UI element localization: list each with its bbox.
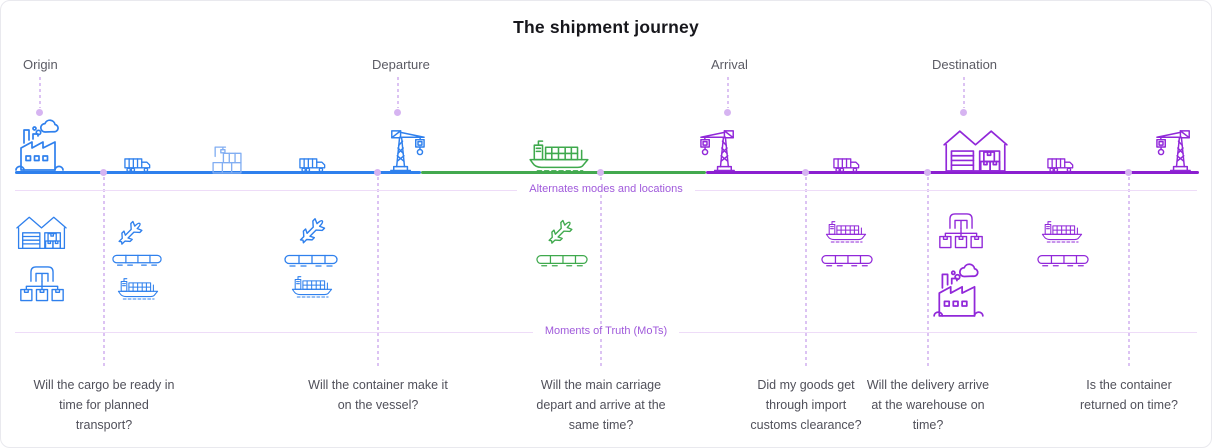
question-line: Will the delivery arrive (866, 378, 990, 392)
mot-guide-3 (600, 177, 602, 369)
container-depot-icon (210, 144, 243, 174)
mot-dot-6 (1125, 169, 1132, 176)
mot-guide-1 (103, 177, 105, 369)
question-line: time? (912, 418, 944, 432)
stage-label-departure: Departure (372, 57, 430, 72)
mot-guide-4 (805, 177, 807, 369)
alternates-band-label: Alternates modes and locations (1, 183, 1211, 195)
question-line: time for planned (59, 398, 149, 412)
mot-dot-3 (597, 169, 604, 176)
truck-icon (124, 157, 152, 173)
mot-guide-5 (927, 177, 929, 369)
question-line: Will the container make it (308, 378, 448, 392)
mot-question: Will the main carriage depart and arrive… (516, 375, 686, 435)
departure-connector-dot (394, 109, 401, 116)
distribution-hub-icon (938, 209, 984, 253)
airplane-icon (294, 213, 331, 250)
question-line: through import (765, 398, 847, 412)
train-icon (284, 253, 338, 268)
arrival-connector-dot (724, 109, 731, 116)
page-title: The shipment journey (513, 17, 699, 37)
question-line: transport? (75, 418, 133, 432)
train-icon (1037, 253, 1089, 268)
stage-label-destination: Destination (932, 57, 998, 72)
factory-icon (931, 263, 987, 319)
harbor-crane-icon (1154, 124, 1199, 172)
stage-label-origin: Origin (23, 57, 58, 72)
container-ship-icon (825, 216, 867, 247)
truck-icon (1047, 157, 1075, 173)
destination-connector-dot (960, 109, 967, 116)
timeline-ocean-segment (421, 171, 706, 174)
truck-icon (833, 157, 861, 173)
question-line: Is the container (1086, 378, 1172, 392)
mot-dot-2 (374, 169, 381, 176)
mot-dot-4 (802, 169, 809, 176)
mot-question: Will the container make it on the vessel… (293, 375, 463, 415)
question-line: depart and arrive at the (536, 398, 666, 412)
question-line: Will the cargo be ready in (33, 378, 175, 392)
question-line: Did my goods get (757, 378, 855, 392)
mot-band-label: Moments of Truth (MoTs) (1, 325, 1211, 337)
question-line: customs clearance? (750, 418, 862, 432)
airplane-icon (113, 216, 148, 251)
warehouse-icon (15, 214, 68, 250)
stage-label-arrival: Arrival (711, 57, 748, 72)
mot-question: Will the cargo be ready in time for plan… (19, 375, 189, 435)
mot-question: Did my goods get through import customs … (736, 375, 876, 435)
mot-guide-6 (1128, 177, 1130, 369)
warehouse-icon (942, 127, 1009, 173)
mot-question: Is the container returned on time? (1064, 375, 1194, 415)
question-line: on the vessel? (337, 398, 419, 412)
distribution-hub-icon (19, 262, 65, 306)
mot-question: Will the delivery arrive at the warehous… (853, 375, 1003, 435)
question-line: same time? (568, 418, 634, 432)
container-ship-icon (117, 273, 159, 304)
timeline-destination-segment (706, 171, 1199, 174)
factory-icon (13, 119, 67, 173)
destination-connector-dash (963, 77, 965, 108)
mot-guide-2 (377, 177, 379, 369)
container-ship-icon (1041, 216, 1083, 247)
origin-connector-dash (39, 77, 41, 108)
mot-dot-5 (924, 169, 931, 176)
container-ship-icon (291, 271, 333, 302)
mot-dot-1 (100, 169, 107, 176)
train-icon (821, 253, 873, 268)
airplane-icon (543, 215, 578, 250)
origin-connector-dot (36, 109, 43, 116)
container-ship-icon (528, 138, 590, 173)
departure-connector-dash (397, 77, 399, 108)
question-line: Will the main carriage (540, 378, 662, 392)
train-icon (112, 253, 162, 267)
harbor-crane-icon (382, 124, 427, 172)
question-line: at the warehouse on (871, 398, 985, 412)
truck-icon (299, 157, 327, 173)
train-icon (536, 253, 588, 268)
arrival-connector-dash (727, 77, 729, 108)
question-line: returned on time? (1080, 398, 1178, 412)
harbor-crane-icon (698, 124, 743, 172)
